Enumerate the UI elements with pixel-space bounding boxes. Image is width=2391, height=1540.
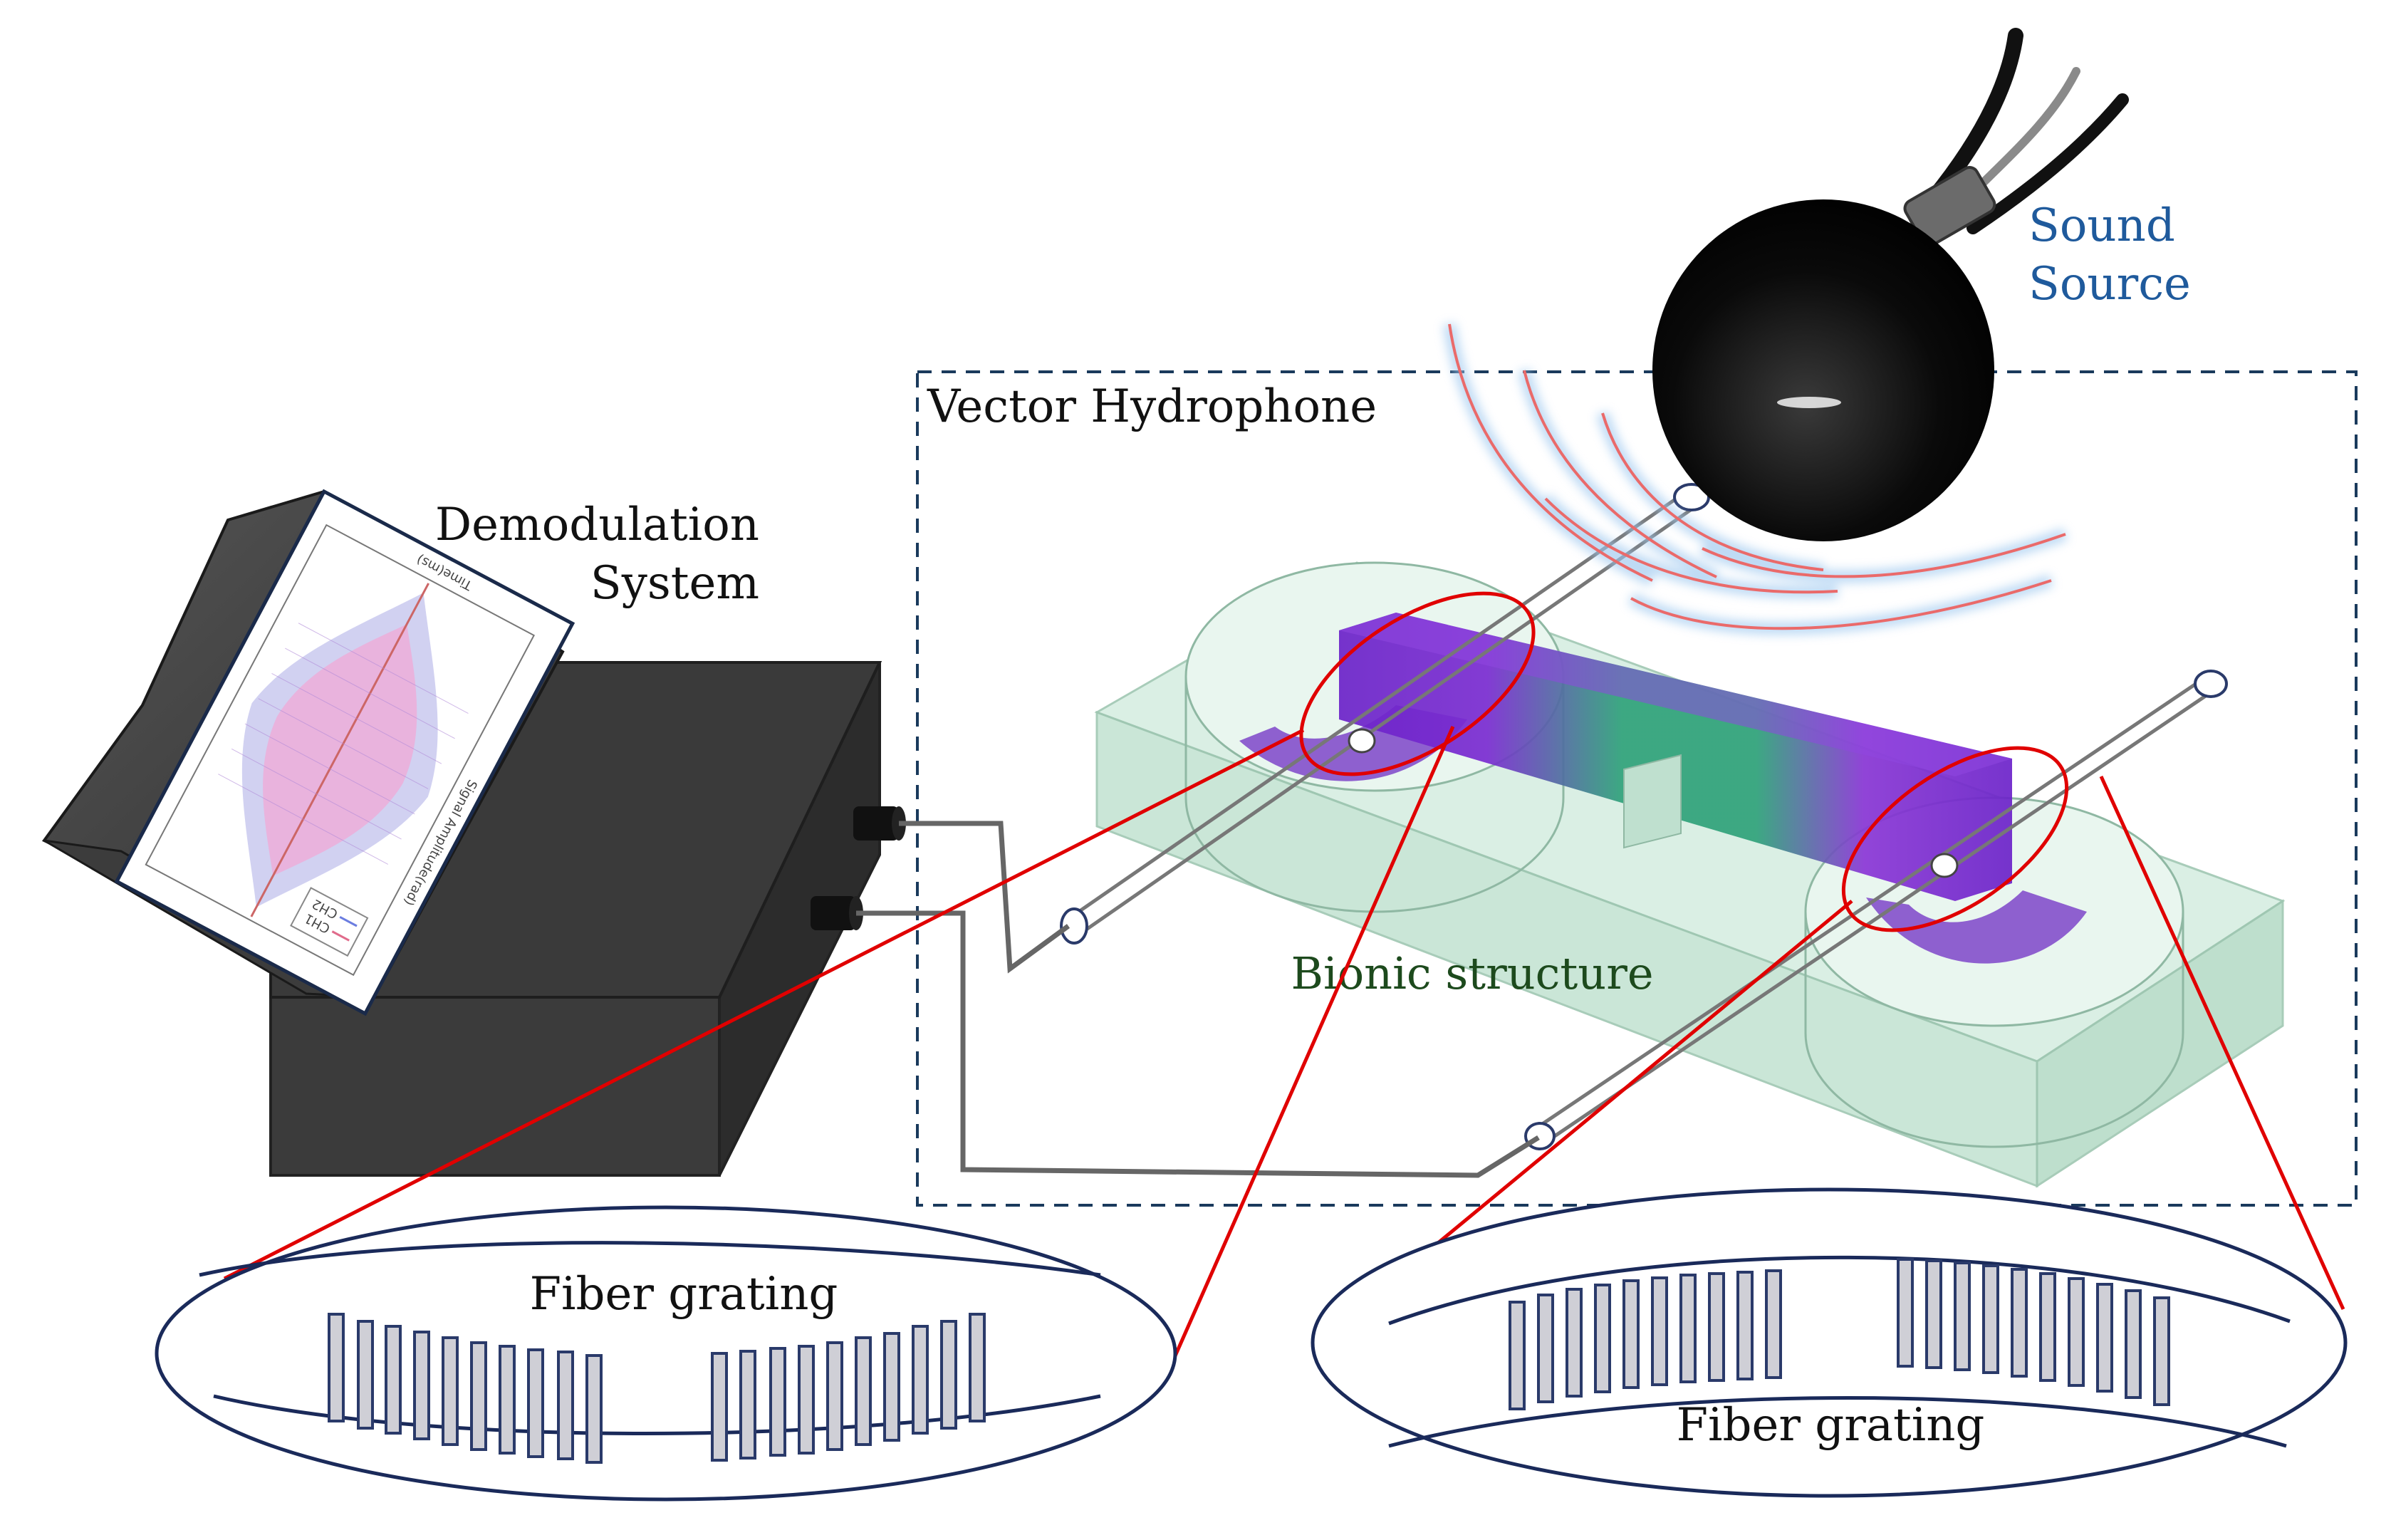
cable-lower: [856, 910, 1540, 1178]
fiber-upper-end-a: [1060, 907, 1088, 945]
callout-ellipse-left: [1299, 591, 1536, 776]
callout-ellipse-right: [1841, 746, 2069, 932]
right-membrane: [1866, 890, 2087, 964]
red-callouts: [223, 591, 2345, 1360]
grating-bars-left: [328, 1313, 986, 1464]
fiber-upper-end-b: [1673, 483, 1710, 511]
optical-fibers: [856, 483, 2228, 1178]
sound-waves: [1443, 323, 2068, 635]
grating-bars-right: [1509, 1258, 2170, 1410]
fiber-grating-label-right: Fiber grating: [1677, 1399, 1985, 1452]
demodulation-label-line2: System: [590, 557, 759, 610]
zoom-ellipse-left: [155, 1205, 1177, 1502]
sound-source-ball: [1652, 199, 1994, 541]
center-block: [1623, 754, 1682, 849]
sound-source: Sound Source: [1443, 28, 2191, 635]
demodulation-system: CH1 CH2 Time(ms) Signal Amplitude(rad) D…: [41, 489, 906, 1177]
vector-hydrophone-label: Vector Hydrophone: [927, 380, 1377, 433]
demod-base-front: [269, 996, 721, 1177]
bionic-structure: Bionic structure: [1094, 561, 2286, 1188]
demod-connector-lower: [811, 896, 863, 930]
fiber-lower-a: [1533, 675, 2208, 1131]
fiber-grating-zoom-right: Fiber grating: [1311, 1187, 2348, 1498]
demodulation-label-line1: Demodulation: [435, 499, 759, 551]
fiber-grating-zoom-left: Fiber grating: [155, 1205, 1177, 1502]
fiber-grating-label-left: Fiber grating: [530, 1268, 838, 1321]
fiber-lower-end-b: [2194, 670, 2228, 698]
fiber-upper-b: [1078, 502, 1700, 937]
zoom-ellipse-right: [1311, 1187, 2348, 1498]
fiber-lower-b: [1543, 687, 2217, 1145]
cable-upper: [899, 821, 1071, 974]
sound-label-line1: Sound: [2028, 199, 2175, 252]
demod-connector-upper: [853, 806, 906, 841]
sound-label-line2: Source: [2028, 258, 2191, 311]
screen-legend: [290, 887, 369, 957]
fiber-upper-a: [1067, 489, 1688, 921]
